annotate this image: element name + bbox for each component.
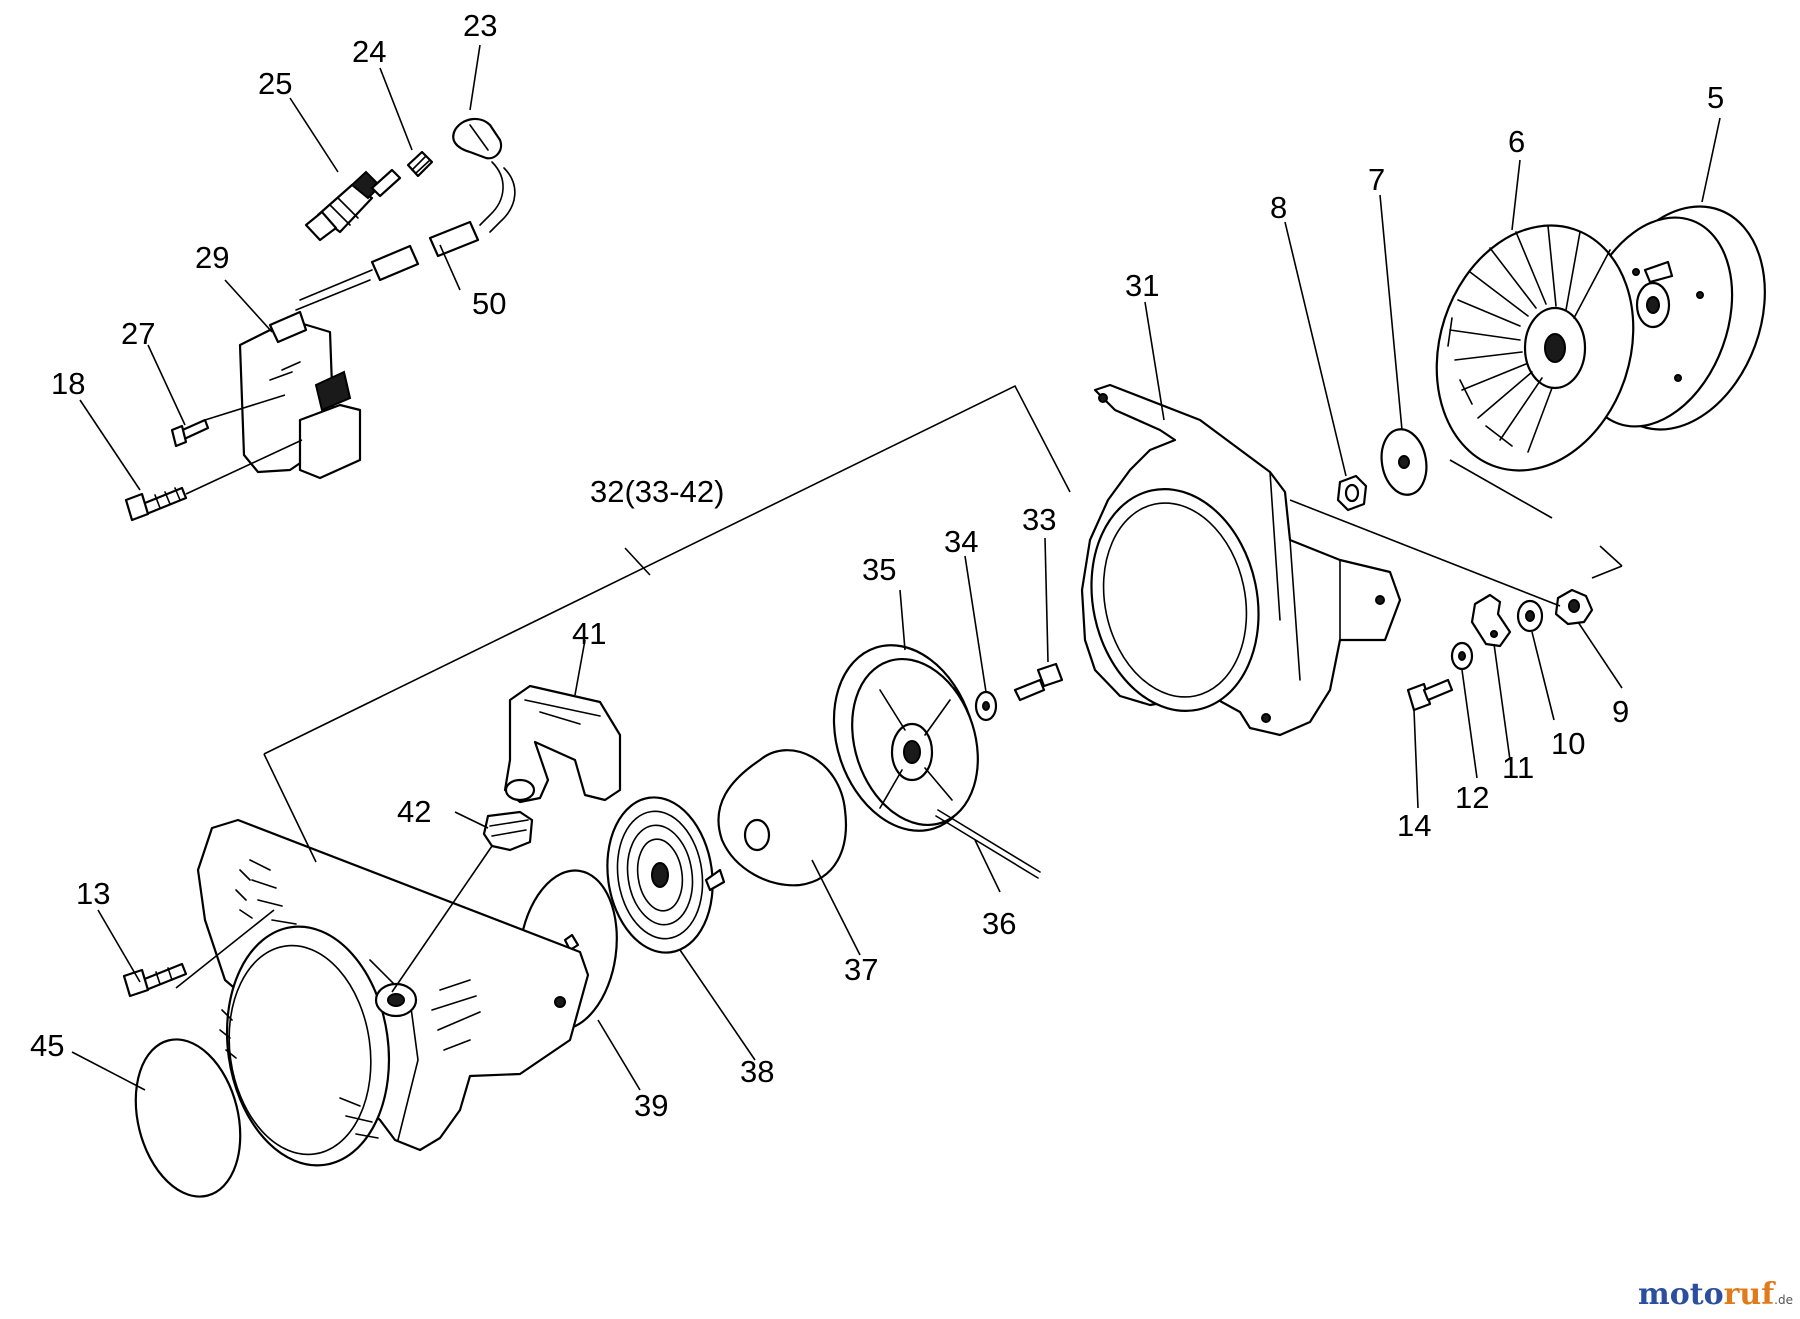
washer-10 <box>1516 599 1544 633</box>
callout-14: 14 <box>1397 808 1431 843</box>
callout-45: 45 <box>30 1028 64 1063</box>
spark-plug <box>304 168 402 242</box>
callout-50: 50 <box>472 286 506 321</box>
watermark-logo: motoruf.de <box>1638 1277 1793 1312</box>
coil-screw-27 <box>170 418 210 448</box>
callout-9: 9 <box>1612 694 1629 729</box>
plug-cap <box>452 117 503 160</box>
ignition-lead <box>295 161 516 311</box>
group-bracket-32 <box>263 384 1071 863</box>
callout-32: 32(33-42) <box>590 474 724 509</box>
svg-text:motoruf.de: motoruf.de <box>1638 1277 1793 1312</box>
washer-12 <box>1450 641 1474 671</box>
callout-8: 8 <box>1270 190 1287 225</box>
callout-25: 25 <box>258 66 292 101</box>
flywheel-fan <box>1435 224 1635 472</box>
callout-27: 27 <box>121 316 155 351</box>
callout-37: 37 <box>844 952 878 987</box>
callout-11: 11 <box>1502 750 1534 785</box>
nut-9 <box>1554 588 1594 626</box>
callout-41: 41 <box>572 616 606 651</box>
watermark-part-a: moto <box>1638 1277 1724 1312</box>
callout-13: 13 <box>76 876 110 911</box>
ignition-coil <box>238 310 362 480</box>
callout-10: 10 <box>1551 726 1585 761</box>
lock-plate-11 <box>1470 593 1512 648</box>
callout-6: 6 <box>1508 124 1525 159</box>
callout-34: 34 <box>944 524 978 559</box>
recoil-spring <box>606 796 726 954</box>
callouts: 23 24 25 29 27 18 50 5 6 7 8 31 32(33-42… <box>30 8 1724 1123</box>
starter-handle <box>503 684 622 804</box>
fan-housing <box>1080 383 1402 737</box>
callout-18: 18 <box>51 366 85 401</box>
watermark-part-b: ruf <box>1724 1277 1777 1312</box>
coil-bolt-18 <box>124 486 188 522</box>
callout-5: 5 <box>1707 80 1724 115</box>
callout-31: 31 <box>1125 268 1159 303</box>
starter-rope <box>935 809 1041 879</box>
callout-42: 42 <box>397 794 431 829</box>
callout-29: 29 <box>195 240 229 275</box>
callout-23: 23 <box>463 8 497 43</box>
watermark-part-c: .de <box>1774 1293 1793 1307</box>
leader-lines <box>71 44 1721 1091</box>
callout-12: 12 <box>1455 780 1489 815</box>
callout-24: 24 <box>352 34 386 69</box>
washer-34 <box>974 690 998 722</box>
decal-45 <box>134 1038 242 1198</box>
washer-7 <box>1380 428 1428 496</box>
cover-screw-13 <box>122 962 188 998</box>
callout-7: 7 <box>1368 162 1385 197</box>
callout-36: 36 <box>982 906 1016 941</box>
nut-8 <box>1336 474 1368 512</box>
callout-39: 39 <box>634 1088 668 1123</box>
bolt-14 <box>1406 678 1454 712</box>
callout-35: 35 <box>862 552 896 587</box>
callout-38: 38 <box>740 1054 774 1089</box>
spark-plug-terminal <box>406 150 434 178</box>
rope-pulley <box>832 644 979 832</box>
bolt-33 <box>1013 662 1064 702</box>
callout-33: 33 <box>1022 502 1056 537</box>
grommet-42 <box>482 810 534 852</box>
starter-cover <box>196 818 590 1167</box>
plate-37 <box>717 749 847 887</box>
